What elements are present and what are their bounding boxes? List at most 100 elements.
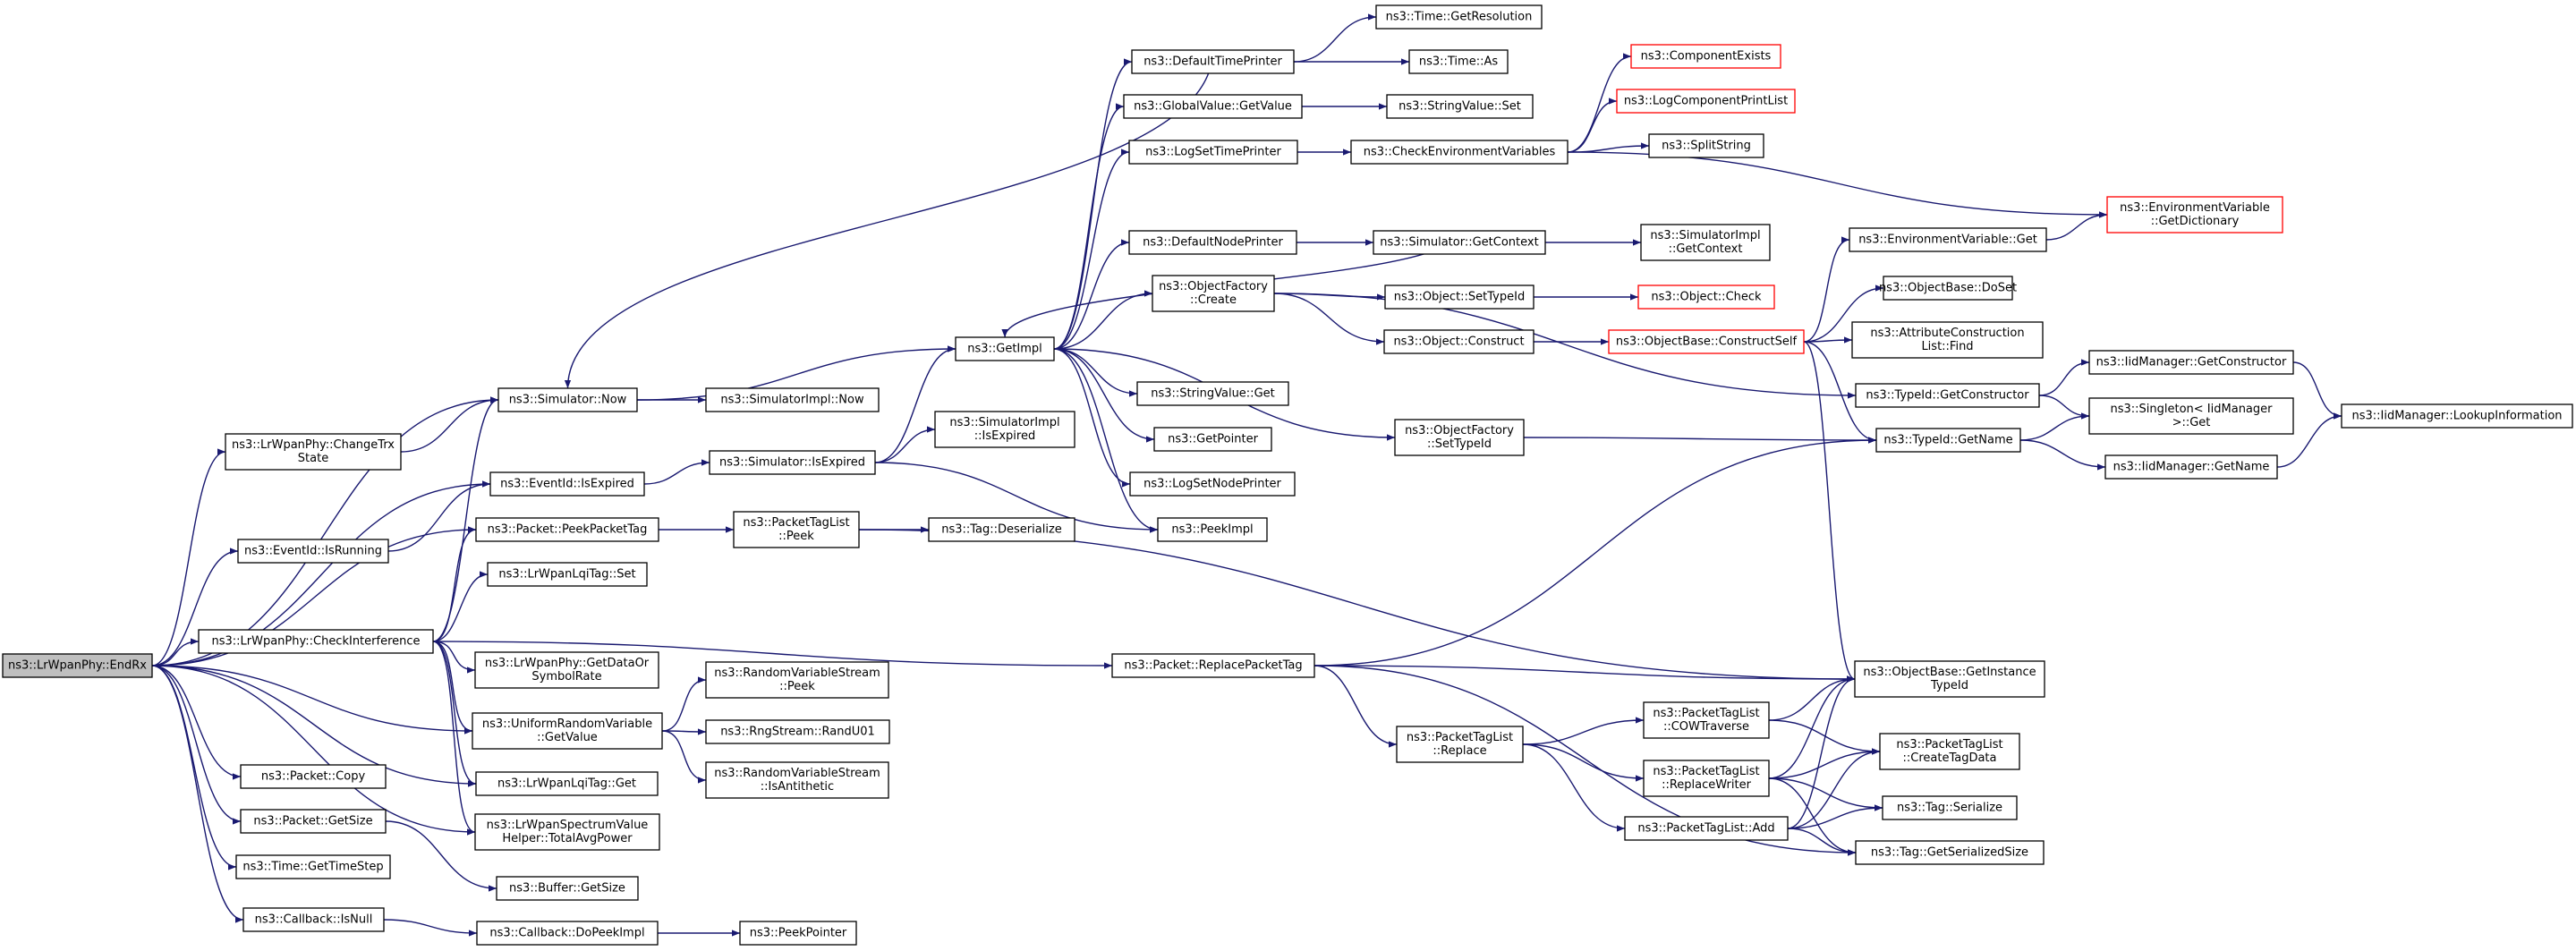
node-peekpkttag[interactable]: ns3::Packet::PeekPacketTag — [475, 517, 659, 542]
node-getpointer[interactable]: ns3::GetPointer — [1153, 427, 1272, 452]
edge-simisexpired-to-getimpl — [874, 345, 956, 463]
edge-ptladd-to-taggetsersize — [1787, 828, 1857, 856]
node-peekimpl[interactable]: ns3::PeekImpl — [1157, 517, 1268, 542]
node-objcheck[interactable]: ns3::Object::Check — [1637, 284, 1775, 310]
node-box — [1608, 329, 1805, 354]
node-ptlcow[interactable]: ns3::PacketTagList::COWTraverse — [1643, 701, 1770, 739]
node-ptlreplwriter[interactable]: ns3::PacketTagList::ReplaceWriter — [1643, 760, 1770, 797]
node-label: ::ReplaceWriter — [1662, 778, 1752, 792]
node-tagdeser[interactable]: ns3::Tag::Deserialize — [928, 517, 1075, 542]
node-label: ns3::AttributeConstruction — [1870, 327, 2024, 340]
node-createtagdata[interactable]: ns3::PacketTagList::CreateTagData — [1879, 733, 2020, 770]
node-checkenv[interactable]: ns3::CheckEnvironmentVariables — [1350, 140, 1569, 165]
node-simimplgetctx[interactable]: ns3::SimulatorImpl::GetContext — [1640, 224, 1771, 261]
node-ptladd[interactable]: ns3::PacketTagList::Add — [1624, 816, 1789, 841]
node-label: ns3::RandomVariableStream — [714, 767, 880, 780]
node-ofcreate[interactable]: ns3::ObjectFactory::Create — [1152, 275, 1275, 312]
node-endrx[interactable]: ns3::LrWpanPhy::EndRx — [2, 653, 153, 678]
node-pgetsize[interactable]: ns3::Packet::GetSize — [240, 809, 387, 834]
edge-checkenv-to-compexists — [1567, 53, 1632, 153]
node-totalavg[interactable]: ns3::LrWpanSpectrumValueHelper::TotalAvg… — [474, 813, 660, 851]
node-label: ns3::SimulatorImpl — [1650, 229, 1760, 242]
node-peekpointer[interactable]: ns3::PeekPointer — [739, 921, 857, 946]
node-box — [1855, 840, 2045, 865]
node-simimplnow[interactable]: ns3::SimulatorImpl::Now — [705, 387, 880, 412]
node-box — [1637, 284, 1775, 310]
node-pcopy[interactable]: ns3::Packet::Copy — [240, 764, 387, 789]
node-svget[interactable]: ns3::StringValue::Get — [1136, 381, 1289, 406]
edge-replacepkttag-to-taggetsersize — [1314, 665, 1857, 856]
node-urvgetvalue[interactable]: ns3::UniformRandomVariable::GetValue — [472, 712, 663, 750]
node-box — [1153, 427, 1272, 452]
node-objconstruct[interactable]: ns3::Object::Construct — [1383, 329, 1535, 354]
node-box — [476, 921, 659, 946]
edge-typeidgetname-to-iidgetname — [2019, 439, 2106, 471]
node-envget[interactable]: ns3::EnvironmentVariable::Get — [1849, 227, 2047, 252]
node-rvspeek[interactable]: ns3::RandomVariableStream::Peek — [705, 661, 889, 699]
node-gvgetvalue[interactable]: ns3::GlobalValue::GetValue — [1123, 94, 1303, 119]
node-buffergetsize[interactable]: ns3::Buffer::GetSize — [496, 876, 639, 901]
node-getimpl[interactable]: ns3::GetImpl — [955, 336, 1055, 361]
node-tagserialize[interactable]: ns3::Tag::Serialize — [1882, 795, 2018, 820]
node-svset[interactable]: ns3::StringValue::Set — [1386, 94, 1534, 119]
node-label: ns3::Object::Construct — [1393, 335, 1524, 349]
node-defnodeprinter[interactable]: ns3::DefaultNodePrinter — [1128, 230, 1297, 255]
node-simnow[interactable]: ns3::Simulator::Now — [497, 387, 638, 412]
node-label: ns3::ObjectFactory — [1405, 424, 1514, 437]
node-ptlpeek[interactable]: ns3::PacketTagList::Peek — [733, 511, 860, 548]
node-simimplisexp[interactable]: ns3::SimulatorImpl::IsExpired — [934, 411, 1075, 448]
node-timeas[interactable]: ns3::Time::As — [1408, 49, 1509, 74]
node-iidlookup[interactable]: ns3::IidManager::LookupInformation — [2341, 403, 2573, 429]
node-box — [1616, 89, 1796, 114]
edge-checkint-to-urvgetvalue — [432, 641, 473, 734]
node-logcompprint[interactable]: ns3::LogComponentPrintList — [1616, 89, 1796, 114]
node-cbisnull[interactable]: ns3::Callback::IsNull — [242, 907, 385, 932]
node-logsetnode[interactable]: ns3::LogSetNodePrinter — [1129, 471, 1296, 497]
node-randu01[interactable]: ns3::RngStream::RandU01 — [705, 719, 890, 744]
node-box — [1128, 230, 1297, 255]
node-lqiget[interactable]: ns3::LrWpanLqiTag::Get — [475, 771, 659, 796]
edge-endrx-to-changetrx — [151, 448, 226, 667]
node-box — [235, 854, 391, 879]
node-isexpired[interactable]: ns3::EventId::IsExpired — [489, 471, 645, 497]
node-logsettime[interactable]: ns3::LogSetTimePrinter — [1128, 140, 1298, 165]
node-singletonget[interactable]: ns3::Singleton< IidManager>::Get — [2088, 397, 2294, 435]
node-label: ns3::SimulatorImpl::Now — [720, 394, 864, 407]
node-taggetsersize[interactable]: ns3::Tag::GetSerializedSize — [1855, 840, 2045, 865]
node-checkint[interactable]: ns3::LrWpanPhy::CheckInterference — [198, 629, 434, 654]
node-box — [497, 387, 638, 412]
node-dopeekimpl[interactable]: ns3::Callback::DoPeekImpl — [476, 921, 659, 946]
edge-typeidgetctor-to-iidgetctor — [2038, 359, 2090, 396]
node-simisexpired[interactable]: ns3::Simulator::IsExpired — [709, 450, 876, 475]
node-typeidgetname[interactable]: ns3::TypeId::GetName — [1875, 428, 2021, 453]
node-envgetdict[interactable]: ns3::EnvironmentVariable::GetDictionary — [2106, 196, 2283, 234]
node-splitstring[interactable]: ns3::SplitString — [1648, 133, 1764, 158]
node-iidgetname[interactable]: ns3::IidManager::GetName — [2104, 454, 2278, 480]
node-timegetres[interactable]: ns3::Time::GetResolution — [1375, 4, 1543, 30]
node-label: ns3::StringValue::Get — [1151, 387, 1274, 401]
node-deftimeprinter[interactable]: ns3::DefaultTimePrinter — [1131, 49, 1295, 74]
node-iidgetctor[interactable]: ns3::IidManager::GetConstructor — [2088, 350, 2294, 375]
node-timestep[interactable]: ns3::Time::GetTimeStep — [235, 854, 391, 879]
edge-replacepkttag-to-typeidgetname — [1314, 437, 1877, 667]
node-ptlreplace[interactable]: ns3::PacketTagList::Replace — [1396, 726, 1524, 763]
node-constructself[interactable]: ns3::ObjectBase::ConstructSelf — [1608, 329, 1805, 354]
node-rvsisanti[interactable]: ns3::RandomVariableStream::IsAntithetic — [705, 761, 889, 799]
node-replacepkttag[interactable]: ns3::Packet::ReplacePacketTag — [1111, 653, 1315, 678]
node-obdoset[interactable]: ns3::ObjectBase::DoSet — [1879, 276, 2017, 301]
node-compexists[interactable]: ns3::ComponentExists — [1630, 44, 1781, 69]
node-objsettypeid[interactable]: ns3::Object::SetTypeId — [1384, 284, 1535, 310]
node-ofsettypeid[interactable]: ns3::ObjectFactory::SetTypeId — [1394, 419, 1525, 456]
node-typeidgetctor[interactable]: ns3::TypeId::GetConstructor — [1855, 383, 2040, 408]
node-lqiset[interactable]: ns3::LrWpanLqiTag::Set — [487, 562, 648, 587]
node-isrunning[interactable]: ns3::EventId::IsRunning — [237, 539, 389, 564]
edge-ptlreplwriter-to-taggetsersize — [1768, 777, 1857, 856]
node-label: ns3::DefaultTimePrinter — [1143, 55, 1282, 69]
node-simgetctx[interactable]: ns3::Simulator::GetContext — [1373, 230, 1546, 255]
node-label: ns3::LrWpanPhy::EndRx — [8, 659, 147, 673]
edge-isexpired-to-simisexpired — [643, 459, 710, 485]
